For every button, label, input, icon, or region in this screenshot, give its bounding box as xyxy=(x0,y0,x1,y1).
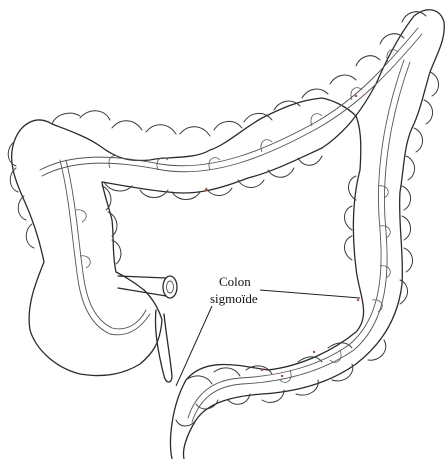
colon-outline xyxy=(12,10,445,459)
taenia-band-inner xyxy=(42,34,422,422)
epiploic-appendages xyxy=(76,50,398,383)
appendix xyxy=(155,310,172,382)
label-leader-left xyxy=(176,306,212,386)
descending-haustra xyxy=(345,72,439,304)
sigmoid-haustra xyxy=(176,340,386,426)
sigmoid-label-line2: sigmoïde xyxy=(210,291,258,307)
transverse-haustra-top xyxy=(52,12,426,136)
ileum-lumen xyxy=(167,281,174,293)
label-leader-right xyxy=(260,290,360,298)
ileum-opening xyxy=(163,276,177,298)
sigmoid-label-line1: Colon xyxy=(219,274,251,290)
ileum-stub xyxy=(118,276,166,296)
